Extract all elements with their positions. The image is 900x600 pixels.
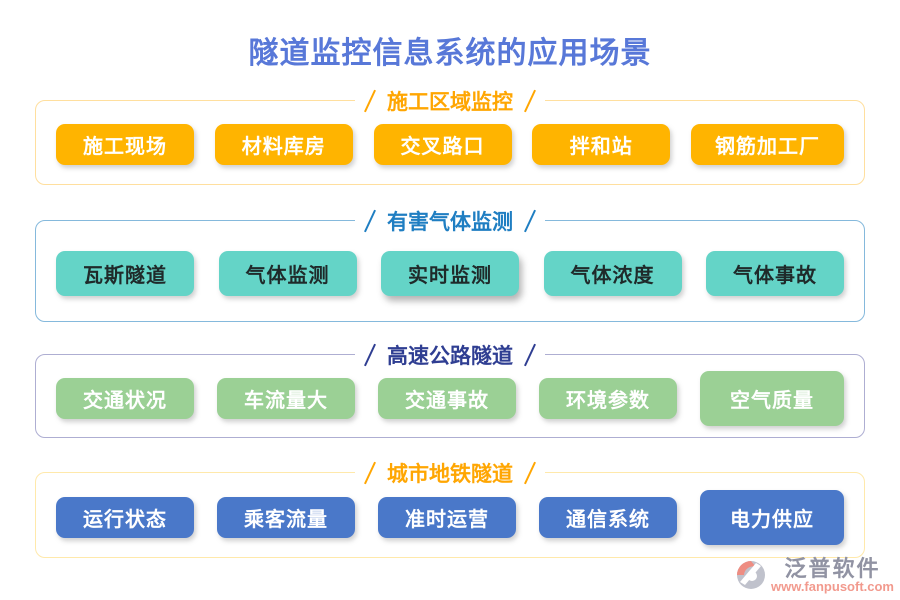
brand-url: www.fanpusoft.com bbox=[770, 579, 894, 595]
tag-button[interactable]: 准时运营 bbox=[378, 496, 516, 538]
tag-button[interactable]: 车流量大 bbox=[217, 377, 355, 419]
slash-left-icon bbox=[364, 343, 376, 367]
tag-button[interactable]: 气体事故 bbox=[706, 250, 844, 296]
watermark-text: 泛普软件 www.fanpusoft.com bbox=[771, 557, 894, 594]
slash-left-icon bbox=[364, 209, 376, 233]
tag-button[interactable]: 通信系统 bbox=[539, 496, 677, 538]
tag-button[interactable]: 空气质量 bbox=[700, 370, 844, 426]
tag-button[interactable]: 拌和站 bbox=[532, 124, 671, 165]
tag-button[interactable]: 材料库房 bbox=[214, 124, 353, 165]
section-construction-area: 施工区域监控 施工现场 材料库房 交叉路口 拌和站 钢筋加工厂 bbox=[35, 86, 865, 185]
tag-button[interactable]: 交通事故 bbox=[378, 377, 516, 419]
section-title: 高速公路隧道 bbox=[355, 340, 545, 370]
section-title-label: 有害气体监测 bbox=[387, 210, 513, 234]
tag-button[interactable]: 气体浓度 bbox=[543, 250, 682, 296]
slash-left-icon bbox=[364, 89, 376, 113]
tag-button[interactable]: 气体监测 bbox=[218, 250, 357, 296]
tag-button[interactable]: 施工现场 bbox=[56, 124, 194, 165]
slash-right-icon bbox=[524, 343, 536, 367]
section-metro-tunnel: 城市地铁隧道 运行状态 乘客流量 准时运营 通信系统 电力供应 bbox=[35, 458, 865, 558]
tag-button[interactable]: 实时监测 bbox=[381, 250, 519, 296]
slash-right-icon bbox=[524, 461, 536, 485]
tag-button[interactable]: 电力供应 bbox=[700, 489, 844, 545]
tag-button[interactable]: 交通状况 bbox=[56, 377, 194, 419]
tag-button[interactable]: 运行状态 bbox=[56, 496, 194, 538]
section-title: 有害气体监测 bbox=[355, 206, 545, 236]
tag-button[interactable]: 交叉路口 bbox=[373, 124, 512, 165]
tag-button[interactable]: 乘客流量 bbox=[217, 496, 355, 538]
tag-button[interactable]: 钢筋加工厂 bbox=[691, 124, 844, 165]
tag-row: 瓦斯隧道 气体监测 实时监测 气体浓度 气体事故 bbox=[36, 221, 864, 321]
section-title: 城市地铁隧道 bbox=[355, 458, 545, 488]
slash-right-icon bbox=[524, 209, 536, 233]
section-highway-tunnel: 高速公路隧道 交通状况 车流量大 交通事故 环境参数 空气质量 bbox=[35, 340, 865, 438]
tag-button[interactable]: 环境参数 bbox=[539, 377, 677, 419]
tag-button[interactable]: 瓦斯隧道 bbox=[56, 250, 194, 296]
section-title: 施工区域监控 bbox=[355, 86, 545, 116]
section-title-label: 施工区域监控 bbox=[387, 90, 513, 114]
section-harmful-gas: 有害气体监测 瓦斯隧道 气体监测 实时监测 气体浓度 气体事故 bbox=[35, 206, 865, 322]
section-title-label: 城市地铁隧道 bbox=[387, 462, 513, 486]
watermark: 泛普软件 www.fanpusoft.com bbox=[735, 557, 894, 594]
brand-logo-icon bbox=[736, 561, 765, 590]
brand-name: 泛普软件 bbox=[784, 556, 881, 582]
tag-row: 运行状态 乘客流量 准时运营 通信系统 电力供应 bbox=[36, 473, 864, 557]
tag-row: 交通状况 车流量大 交通事故 环境参数 空气质量 bbox=[36, 355, 864, 437]
section-title-label: 高速公路隧道 bbox=[387, 344, 513, 368]
tag-row: 施工现场 材料库房 交叉路口 拌和站 钢筋加工厂 bbox=[36, 101, 864, 184]
slash-right-icon bbox=[524, 89, 536, 113]
page-title: 隧道监控信息系统的应用场景 bbox=[248, 37, 652, 70]
slash-left-icon bbox=[364, 461, 376, 485]
